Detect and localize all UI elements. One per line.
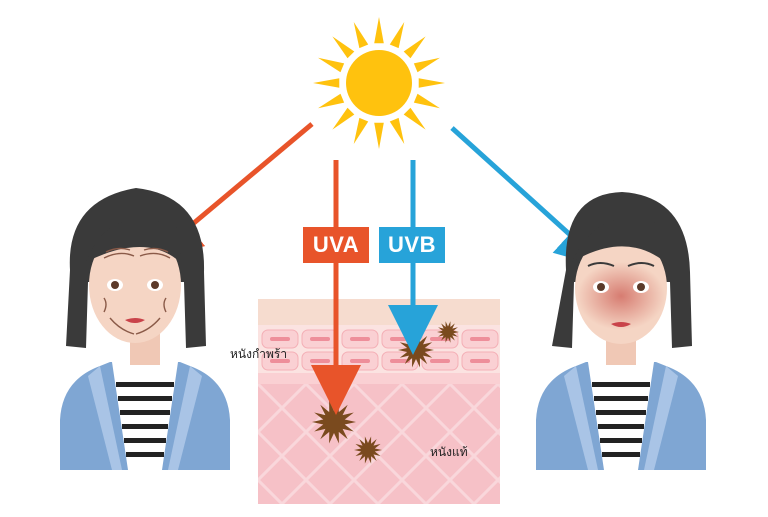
sun-ray <box>374 123 384 149</box>
uva-label: UVA <box>303 227 369 263</box>
dermis-label: หนังแท้ <box>430 443 468 462</box>
cell-nucleus <box>350 359 370 363</box>
sun-ray <box>390 118 404 144</box>
cell-nucleus <box>470 359 490 363</box>
sun-ray <box>390 22 404 48</box>
cell-nucleus <box>470 337 490 341</box>
uvb-arrow-right <box>452 128 588 251</box>
aged-woman-illustration <box>60 188 230 470</box>
sun-ray <box>419 78 445 88</box>
sun-ray <box>374 17 384 43</box>
cell-nucleus <box>310 359 330 363</box>
basal-layer <box>258 373 500 384</box>
uvb-label: UVB <box>379 227 445 263</box>
sun-ray <box>404 36 426 58</box>
sun-ray <box>313 78 339 88</box>
sunburned-woman-illustration <box>536 192 706 470</box>
skin-surface-layer <box>258 299 500 325</box>
sun-ray <box>318 94 344 108</box>
sun-ray <box>332 36 354 58</box>
cell-nucleus <box>310 337 330 341</box>
sun-ray <box>414 94 440 108</box>
cell-nucleus <box>270 337 290 341</box>
sun-ray <box>414 58 440 72</box>
skin-cross-section <box>258 299 500 504</box>
sun-ray <box>354 118 368 144</box>
sun-ray <box>332 108 354 130</box>
cell-nucleus <box>350 337 370 341</box>
sun-ray <box>404 108 426 130</box>
sun-ray <box>354 22 368 48</box>
sun-ray <box>318 58 344 72</box>
cell-nucleus <box>430 359 450 363</box>
epidermis-label: หนังกำพร้า <box>230 345 287 364</box>
sun-icon <box>313 17 445 149</box>
